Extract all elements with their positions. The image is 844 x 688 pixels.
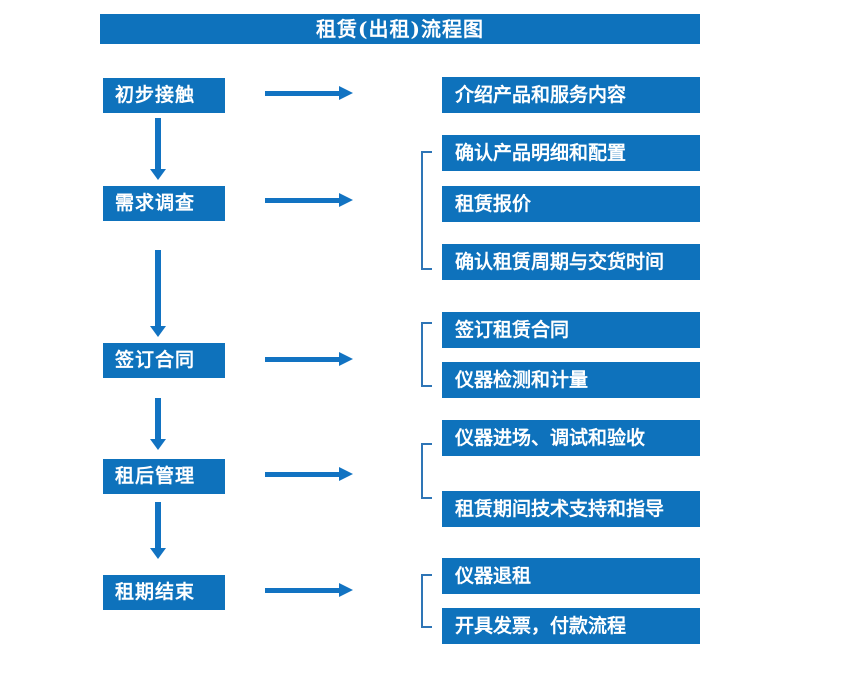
group-bracket-sign-contract <box>421 322 432 387</box>
step-box-initial-contact: 初步接触 <box>103 78 225 113</box>
down-arrow-stem <box>155 398 161 440</box>
right-arrow-stem <box>265 472 340 477</box>
down-arrow-stem <box>155 250 161 327</box>
right-arrow-5 <box>265 578 353 602</box>
group-bracket-rental-end <box>421 574 432 628</box>
down-arrow-head <box>150 548 166 559</box>
detail-box-intro-products: 介绍产品和服务内容 <box>442 77 700 113</box>
detail-box-instrument-testing: 仪器检测和计量 <box>442 362 700 398</box>
step-box-post-rental-mgmt: 租后管理 <box>103 459 225 494</box>
down-arrow-head <box>150 169 166 180</box>
detail-box-tech-support: 租赁期间技术支持和指导 <box>442 491 700 527</box>
down-arrow-stem <box>155 118 161 170</box>
down-arrow-4 <box>147 502 169 559</box>
detail-box-confirm-period: 确认租赁周期与交货时间 <box>442 244 700 280</box>
right-arrow-2 <box>265 188 353 212</box>
detail-box-instrument-setup: 仪器进场、调试和验收 <box>442 420 700 456</box>
detail-box-instrument-return: 仪器退租 <box>442 558 700 594</box>
right-arrow-head <box>339 467 353 481</box>
down-arrow-2 <box>147 250 169 337</box>
step-box-rental-end: 租期结束 <box>103 575 225 610</box>
right-arrow-4 <box>265 462 353 486</box>
title-bar: 租赁(出租)流程图 <box>100 14 700 44</box>
down-arrow-head <box>150 439 166 450</box>
right-arrow-head <box>339 193 353 207</box>
step-box-sign-contract: 签订合同 <box>103 343 225 378</box>
detail-box-confirm-config: 确认产品明细和配置 <box>442 135 700 171</box>
detail-box-sign-rental-contract: 签订租赁合同 <box>442 312 700 348</box>
right-arrow-3 <box>265 347 353 371</box>
down-arrow-1 <box>147 118 169 180</box>
right-arrow-stem <box>265 357 340 362</box>
right-arrow-head <box>339 352 353 366</box>
right-arrow-stem <box>265 198 340 203</box>
detail-box-rental-quote: 租赁报价 <box>442 186 700 222</box>
step-box-demand-survey: 需求调查 <box>103 186 225 221</box>
right-arrow-1 <box>265 81 353 105</box>
right-arrow-head <box>339 86 353 100</box>
detail-box-invoice-payment: 开具发票，付款流程 <box>442 608 700 644</box>
right-arrow-stem <box>265 91 340 96</box>
group-bracket-post-rental-mgmt <box>421 443 432 499</box>
down-arrow-stem <box>155 502 161 549</box>
group-bracket-demand-survey <box>421 151 432 270</box>
right-arrow-head <box>339 583 353 597</box>
right-arrow-stem <box>265 588 340 593</box>
down-arrow-head <box>150 326 166 337</box>
down-arrow-3 <box>147 398 169 450</box>
